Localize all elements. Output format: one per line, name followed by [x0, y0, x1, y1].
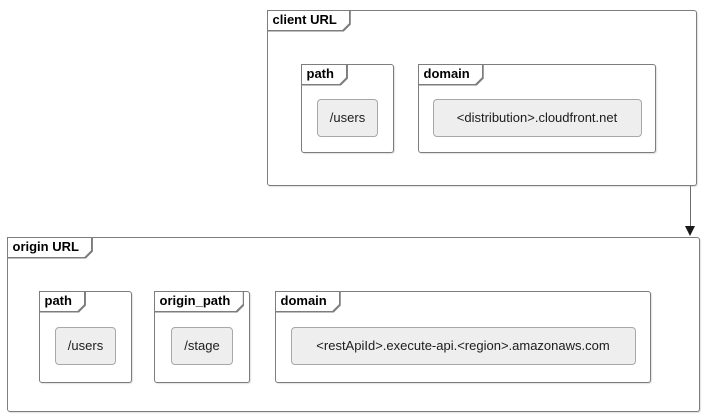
origin-domain-value-box: <restApiId>.execute-api.<region>.amazona… [290, 327, 636, 365]
client-domain-frame: domain <distribution>.cloudfront.net [418, 64, 656, 153]
origin-path-value: /users [67, 338, 104, 353]
origin-domain-value: <restApiId>.execute-api.<region>.amazona… [316, 338, 610, 353]
client-domain-frame-tab: domain [418, 64, 484, 86]
origin-path-value-box: /users [54, 327, 117, 365]
origin-domain-frame-tab: domain [275, 291, 341, 313]
client-path-frame-tab: path [301, 64, 348, 86]
origin-url-frame-title: origin URL [12, 238, 79, 254]
client-domain-value-box: <distribution>.cloudfront.net [432, 98, 642, 137]
client-path-frame: path /users [301, 64, 394, 153]
client-url-frame-tab: client URL [267, 10, 351, 32]
client-path-value: /users [329, 109, 366, 125]
client-path-value-box: /users [316, 98, 379, 137]
origin-origin-path-value-box: /stage [171, 327, 233, 365]
arrow-line [689, 186, 691, 227]
arrow-head-icon [685, 226, 695, 236]
origin-url-frame-tab: origin URL [7, 237, 93, 259]
client-domain-frame-title: domain [423, 65, 470, 81]
origin-domain-frame-title: domain [280, 292, 327, 308]
origin-path-frame-title: path [44, 292, 72, 308]
origin-domain-frame: domain <restApiId>.execute-api.<region>.… [275, 291, 651, 383]
client-url-frame: client URL path /users domain <distribut… [267, 10, 697, 186]
origin-origin-path-frame-title: origin_path [159, 292, 231, 308]
client-domain-value: <distribution>.cloudfront.net [456, 109, 618, 125]
origin-origin-path-value: /stage [184, 338, 220, 353]
origin-url-frame: origin URL path /users origin_path /stag… [7, 237, 700, 412]
origin-origin-path-frame-tab: origin_path [154, 291, 245, 313]
origin-path-frame-tab: path [39, 291, 86, 313]
origin-origin-path-frame: origin_path /stage [154, 291, 250, 383]
client-url-frame-title: client URL [272, 11, 337, 27]
client-to-origin-arrow [684, 186, 697, 236]
origin-path-frame: path /users [39, 291, 132, 383]
client-path-frame-title: path [306, 65, 334, 81]
